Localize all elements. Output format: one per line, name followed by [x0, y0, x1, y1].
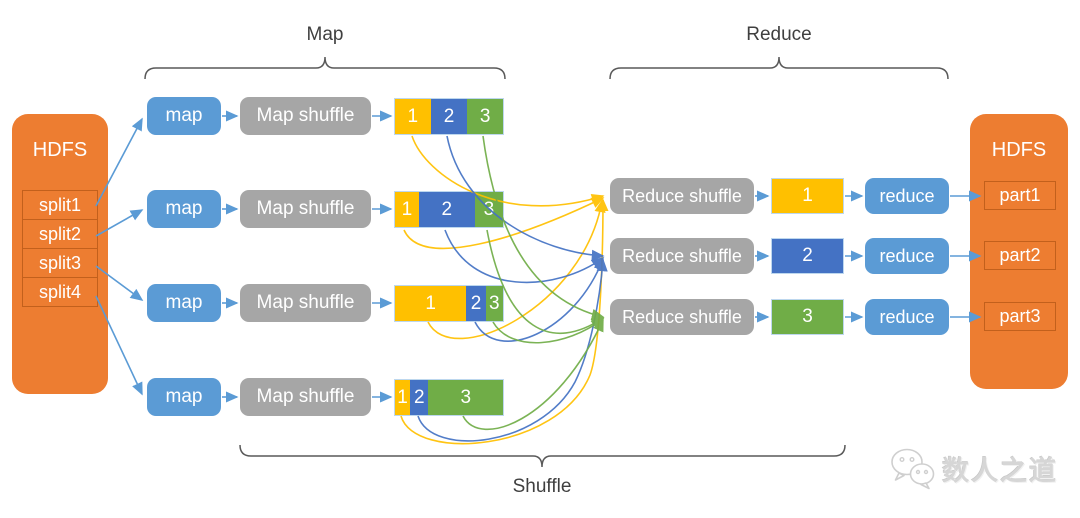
reduce-shuffle-3: Reduce shuffle — [610, 299, 754, 335]
partition-1-segment: 1 — [395, 192, 419, 227]
map-brace — [144, 56, 506, 80]
partition-3-segment: 3 — [485, 286, 503, 321]
partition-2-segment: 2 — [430, 99, 468, 134]
shuffle-stage-label: Shuffle — [512, 476, 572, 497]
reduce-brace — [609, 56, 949, 80]
hdfs-input-title: HDFS — [32, 139, 88, 161]
partition2-box: 2 — [771, 238, 844, 274]
hdfs-output-block: HDFS part1 part2 part3 — [970, 114, 1068, 389]
wechat-icon — [891, 448, 935, 490]
map-shuffle-2: Map shuffle — [240, 190, 371, 228]
reduce-task-2: reduce — [865, 238, 949, 274]
hdfs-output-title: HDFS — [991, 139, 1047, 161]
hdfs-input-block: HDFS split1 split2 split3 split4 — [12, 114, 108, 394]
map-task-1: map — [147, 97, 221, 135]
reduce-shuffle-1: Reduce shuffle — [610, 178, 754, 214]
partition-3-segment: 3 — [474, 192, 503, 227]
partition-3-segment: 3 — [428, 380, 503, 415]
partition3-box: 3 — [771, 299, 844, 335]
map-shuffle-4: Map shuffle — [240, 378, 371, 416]
split4-box: split4 — [22, 277, 98, 307]
map-task-4: map — [147, 378, 221, 416]
reduce-task-1: reduce — [865, 178, 949, 214]
watermark-text: 数人之道 — [942, 455, 1058, 486]
part3-box: part3 — [984, 302, 1056, 331]
partition-1-segment: 1 — [395, 99, 431, 134]
split2-box: split2 — [22, 219, 98, 249]
split1-box: split1 — [22, 190, 98, 220]
map-stage-label: Map — [306, 24, 344, 45]
partition-3-segment: 3 — [467, 99, 503, 134]
part1-box: part1 — [984, 181, 1056, 210]
reduce-task-3: reduce — [865, 299, 949, 335]
map-shuffle-3: Map shuffle — [240, 284, 371, 322]
partition1-box: 1 — [771, 178, 844, 214]
partition-1-segment: 1 — [395, 286, 467, 321]
reduce-shuffle-2: Reduce shuffle — [610, 238, 754, 274]
partition-2-segment: 2 — [418, 192, 475, 227]
partition-2-segment: 2 — [410, 380, 429, 415]
map-row-arrows — [222, 110, 393, 403]
partition-2-segment: 2 — [466, 286, 486, 321]
watermark: 数人之道 — [888, 446, 1058, 490]
shuffle-brace — [239, 444, 846, 468]
map-task-2: map — [147, 190, 221, 228]
map-task-3: map — [147, 284, 221, 322]
map-shuffle-1: Map shuffle — [240, 97, 371, 135]
partition-1-segment: 1 — [395, 380, 411, 415]
part2-box: part2 — [984, 241, 1056, 270]
reduce-stage-label: Reduce — [746, 24, 812, 45]
split3-box: split3 — [22, 248, 98, 278]
